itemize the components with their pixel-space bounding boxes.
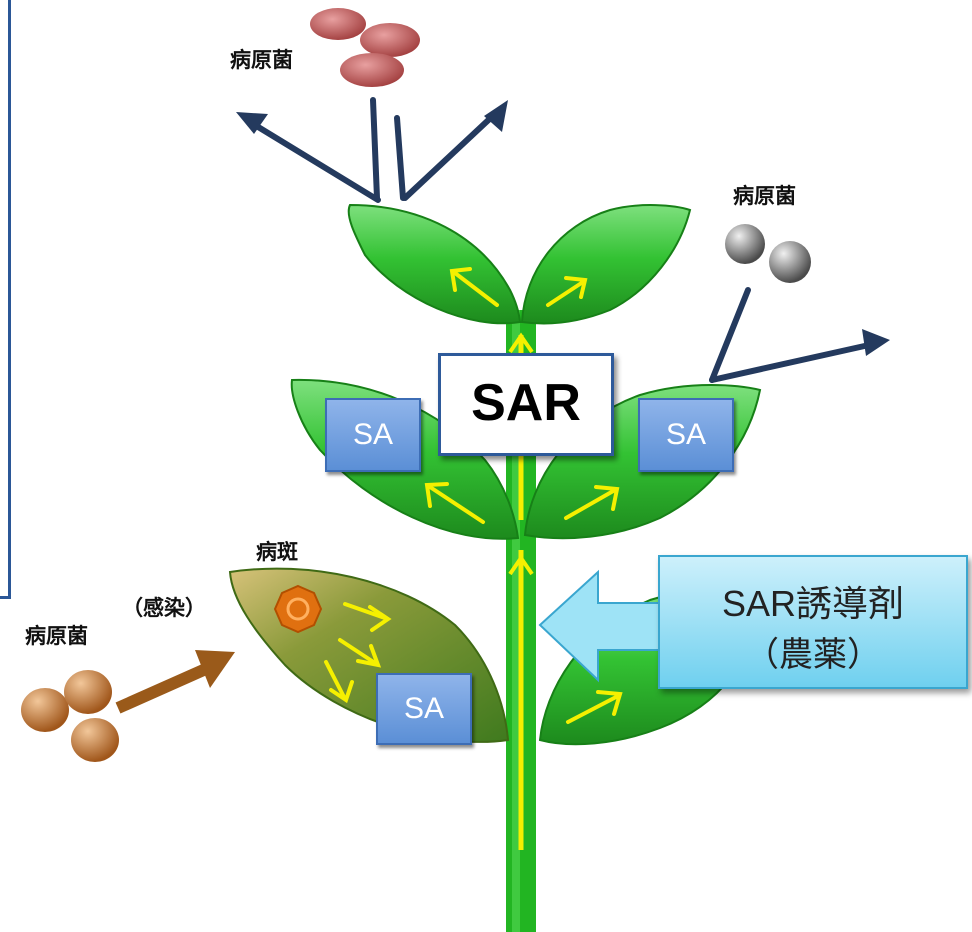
lesion-signal-arrow [343,602,387,620]
lesion-spot [273,584,323,634]
pathogen-red-3 [340,53,404,87]
lesion-signal-arrow [338,638,377,665]
pathogen-brown-3 [71,718,119,762]
lesion-label: 病斑 [256,540,298,564]
leaf-signal-arrow [453,271,499,307]
lesion-signal-arrow [324,660,346,699]
infection-arrow [115,662,211,714]
pathogen-gray-2 [769,241,811,283]
sar-inducer-box: SAR誘導剤 （農薬） [658,555,968,689]
leaf-signal-arrow [564,488,617,520]
sa-box-left: SA [325,398,421,472]
defense-arrow-top-left [247,119,381,203]
pathogen-left-label: 病原菌 [25,624,88,648]
defense-arrow-top-right [402,109,500,201]
leaf-signal-arrow [546,280,585,307]
sa-box-right: SA [638,398,734,472]
pathogen-brown-2 [64,670,112,714]
sar-label-box: SAR [438,353,614,456]
pathogen-right-label: 病原菌 [733,184,796,208]
pathogen-gray-1 [725,224,765,264]
sa-box-lesion: SA [376,673,472,745]
frame-line [8,0,11,598]
inducer-subtitle: （農薬） [745,636,881,674]
defense-arrow-right [709,340,881,383]
pathogen-red-2 [360,23,420,57]
pathogen-brown-1 [21,688,69,732]
leaf-top-left [347,203,522,325]
pathogen-top-label: 病原菌 [230,48,293,72]
leaf-signal-arrow [566,694,620,724]
leaf-signal-arrow [428,485,485,524]
pathogen-red-1 [310,8,366,40]
inducer-title: SAR誘導剤 [721,583,905,624]
frame-line-foot [0,596,11,599]
infection-label: （感染） [122,596,206,620]
